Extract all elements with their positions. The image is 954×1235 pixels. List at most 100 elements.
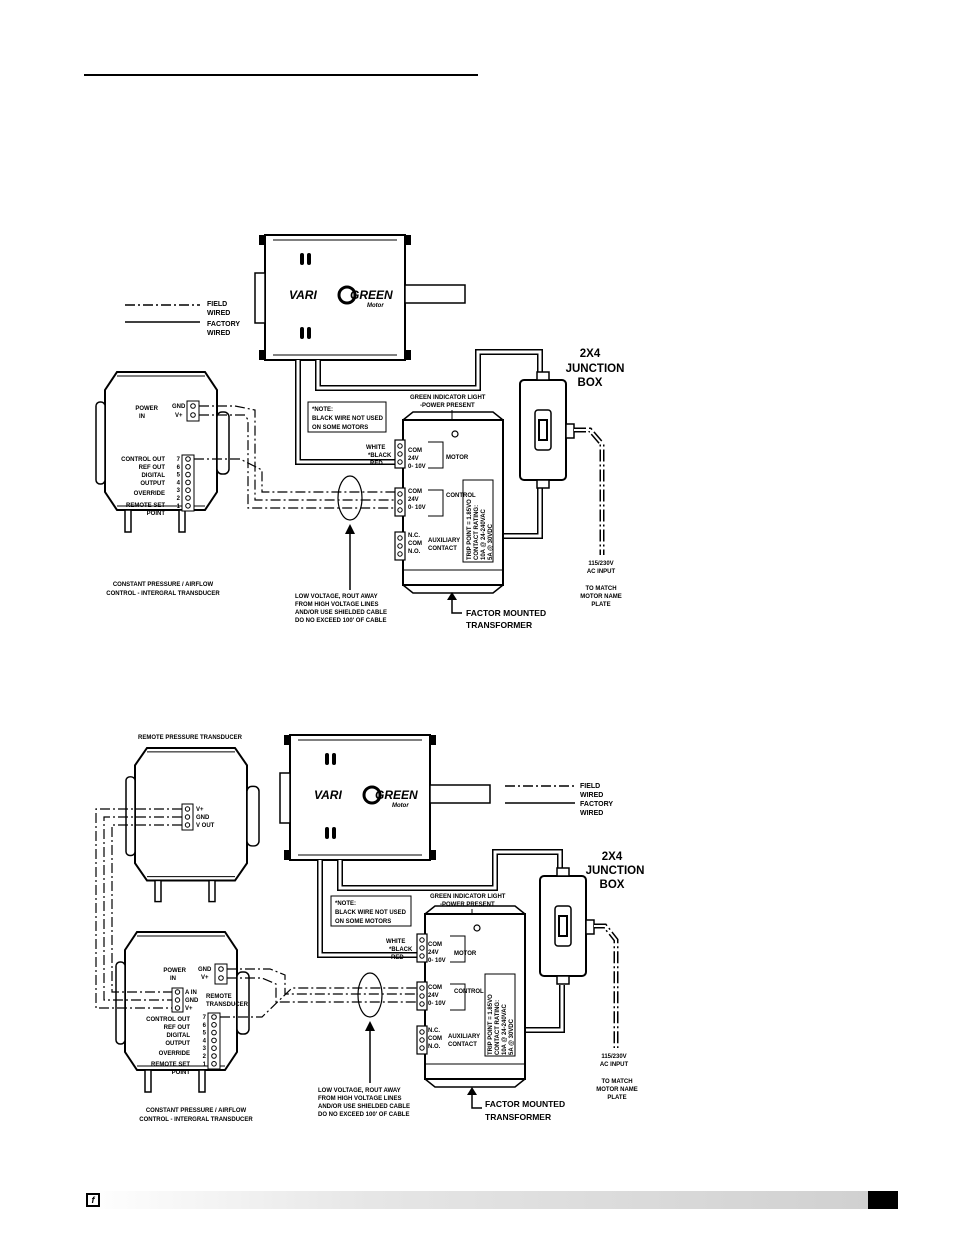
svg-text:TRANSDUCER: TRANSDUCER xyxy=(206,1002,249,1008)
svg-text:TRANSFORMER: TRANSFORMER xyxy=(485,1112,551,1122)
svg-text:OVERRIDE: OVERRIDE xyxy=(159,1051,190,1057)
low-voltage-2: LOW VOLTAGE, ROUT AWAY xyxy=(318,1088,401,1094)
terminal-pin-number: 2 xyxy=(203,1054,207,1060)
terminal-pin-number: 4 xyxy=(203,1038,207,1044)
svg-text:CONTACT RATING:: CONTACT RATING: xyxy=(474,505,480,560)
svg-text:-POWER PRESENT: -POWER PRESENT xyxy=(440,902,495,908)
terminal-pin xyxy=(211,1037,217,1044)
ac-input-1: 115/230V xyxy=(588,561,613,567)
svg-text:N.O.: N.O. xyxy=(408,549,421,555)
wire-white-1: WHITE xyxy=(366,445,385,451)
indicator-1: GREEN INDICATOR LIGHT xyxy=(410,395,486,401)
terminal-pin xyxy=(211,1029,217,1036)
svg-text:BLACK WIRE NOT USED: BLACK WIRE NOT USED xyxy=(335,910,407,916)
terminal-pin xyxy=(211,1061,217,1067)
legend-factory-1: FACTORY xyxy=(207,321,240,328)
terminal-pin xyxy=(185,456,191,462)
note-1: *NOTE: xyxy=(312,407,333,413)
terminal-pin xyxy=(185,487,191,494)
svg-text:ON SOME MOTORS: ON SOME MOTORS xyxy=(335,919,391,925)
diagram-2: FIELD WIRED FACTORY WIRED VARI GREEN Mot… xyxy=(95,733,644,1123)
svg-text:MOTOR NAME: MOTOR NAME xyxy=(596,1087,638,1093)
svg-text:CONTROL - INTERGRAL TRANSDUCER: CONTROL - INTERGRAL TRANSDUCER xyxy=(106,591,220,597)
svg-text:COM: COM xyxy=(428,1036,442,1042)
power-in-1: POWER xyxy=(135,406,158,412)
terminal-pin-number: 1 xyxy=(177,504,181,510)
svg-text:COM: COM xyxy=(428,985,442,991)
svg-text:REMOTE SET: REMOTE SET xyxy=(126,503,165,509)
terminal-pin-number: 4 xyxy=(177,480,181,486)
svg-text:OUTPUT: OUTPUT xyxy=(165,1041,190,1047)
svg-text:0- 10V: 0- 10V xyxy=(428,958,446,964)
svg-text:COM: COM xyxy=(408,489,422,495)
svg-text:V+: V+ xyxy=(196,807,204,813)
a-in: A IN xyxy=(185,990,197,996)
rating-1: TRIP POINT = 1.85VO CONTACT RATING: 10A … xyxy=(467,499,494,560)
indicator-2: GREEN INDICATOR LIGHT xyxy=(430,894,506,900)
svg-text:CONTROL - INTERGRAL TRANSDUCER: CONTROL - INTERGRAL TRANSDUCER xyxy=(139,1117,253,1123)
svg-text:-POWER PRESENT: -POWER PRESENT xyxy=(420,403,475,409)
terminal-pin xyxy=(185,464,191,470)
svg-text:MOTOR: MOTOR xyxy=(446,455,469,461)
svg-text:TRANSFORMER: TRANSFORMER xyxy=(466,620,532,630)
svg-text:MOTOR: MOTOR xyxy=(454,951,477,957)
svg-text:24V: 24V xyxy=(428,950,439,956)
svg-text:ON SOME MOTORS: ON SOME MOTORS xyxy=(312,425,368,431)
terminal-pin-number: 7 xyxy=(203,1015,207,1021)
svg-text:WIRED: WIRED xyxy=(207,330,230,337)
factor-mounted-2: FACTOR MOUNTED xyxy=(485,1099,565,1109)
terminal-pin-number: 6 xyxy=(177,465,181,471)
svg-text:BLACK WIRE NOT USED: BLACK WIRE NOT USED xyxy=(312,416,384,422)
terminal-pin xyxy=(185,479,191,486)
svg-text:AC INPUT: AC INPUT xyxy=(600,1062,629,1068)
svg-text:FROM HIGH VOLTAGE LINES: FROM HIGH VOLTAGE LINES xyxy=(318,1096,401,1102)
svg-text:Motor: Motor xyxy=(367,303,384,309)
note-2: *NOTE: xyxy=(335,901,356,907)
terminal-pin-number: 3 xyxy=(203,1046,207,1052)
svg-text:BOX: BOX xyxy=(578,377,603,389)
svg-text:TRIP POINT = 1.85VO: TRIP POINT = 1.85VO xyxy=(467,499,473,560)
svg-text:N.O.: N.O. xyxy=(428,1044,441,1050)
svg-text:10A @ 24-240VAC: 10A @ 24-240VAC xyxy=(481,508,487,560)
terminal-pin-number: 5 xyxy=(177,473,181,479)
svg-text:DO NO EXCEED 100' OF CABLE: DO NO EXCEED 100' OF CABLE xyxy=(295,618,386,624)
svg-text:MOTOR NAME: MOTOR NAME xyxy=(580,594,622,600)
svg-text:REF OUT: REF OUT xyxy=(164,1025,191,1031)
junction-box-1 xyxy=(519,371,575,489)
legend-factory-2: FACTORY xyxy=(580,801,613,808)
svg-text:AND/OR USE SHIELDED CABLE: AND/OR USE SHIELDED CABLE xyxy=(295,610,387,616)
junction-box-label-2: 2X4 xyxy=(602,851,623,863)
svg-text:24V: 24V xyxy=(408,456,419,462)
match-plate-1: TO MATCH xyxy=(585,586,616,592)
controller-caption-2: CONSTANT PRESSURE / AIRFLOW xyxy=(146,1108,247,1114)
factor-mounted-1: FACTOR MOUNTED xyxy=(466,608,546,618)
controller-caption-1: CONSTANT PRESSURE / AIRFLOW xyxy=(113,582,214,588)
svg-text:OVERRIDE: OVERRIDE xyxy=(134,491,165,497)
svg-text:5A @ 30VDC: 5A @ 30VDC xyxy=(509,1018,515,1055)
svg-text:0- 10V: 0- 10V xyxy=(408,464,426,470)
svg-text:CONTACT RATING:: CONTACT RATING: xyxy=(495,1000,501,1055)
svg-text:WIRED: WIRED xyxy=(207,310,230,317)
footer-page-box xyxy=(868,1191,898,1209)
svg-text:REMOTE SET: REMOTE SET xyxy=(151,1062,190,1068)
svg-text:10A @ 24-240VAC: 10A @ 24-240VAC xyxy=(502,1003,508,1055)
legend-field-1: FIELD xyxy=(207,301,227,308)
header-rule xyxy=(84,74,478,76)
svg-text:V+: V+ xyxy=(175,413,183,419)
svg-text:CONTACT: CONTACT xyxy=(448,1042,477,1048)
terminal-pin xyxy=(211,1053,217,1059)
svg-text:Motor: Motor xyxy=(392,803,409,809)
svg-text:GREEN: GREEN xyxy=(350,288,393,302)
svg-text:CONTROL: CONTROL xyxy=(454,989,484,995)
svg-text:REF OUT: REF OUT xyxy=(139,465,166,471)
svg-text:IN: IN xyxy=(139,414,145,420)
svg-text:GND: GND xyxy=(196,815,210,821)
svg-text:WIRED: WIRED xyxy=(580,810,603,817)
svg-text:DIGITAL: DIGITAL xyxy=(166,1033,190,1039)
svg-text:RED: RED xyxy=(370,461,383,467)
svg-text:*BLACK: *BLACK xyxy=(368,453,392,459)
terminal-pin xyxy=(211,1045,217,1051)
svg-text:24V: 24V xyxy=(428,993,439,999)
